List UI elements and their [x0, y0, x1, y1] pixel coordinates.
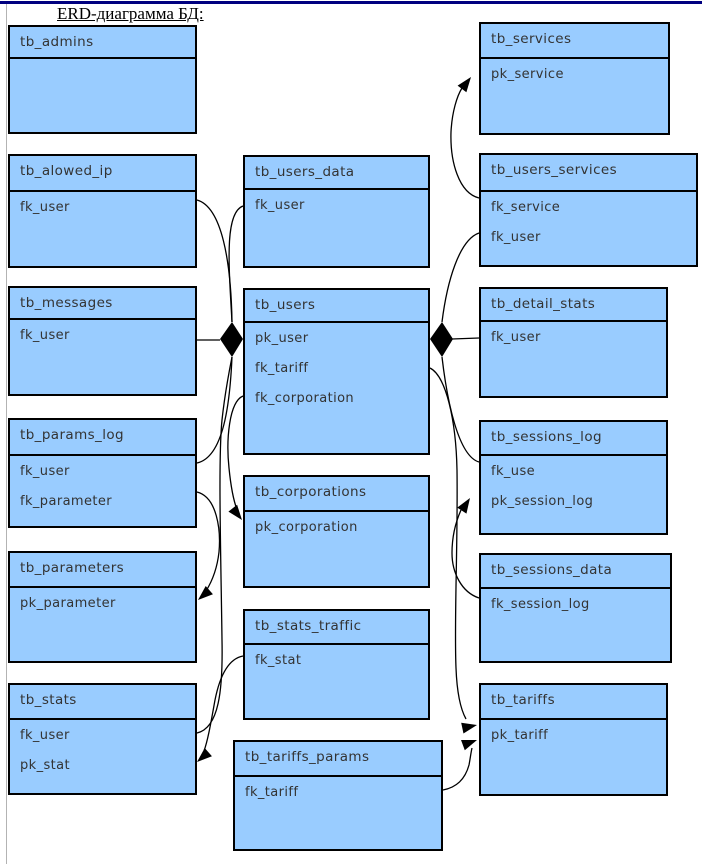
entity-fields: pk_corporation — [245, 512, 428, 547]
entity-tb_detail_stats: tb_detail_stats fk_user — [479, 287, 668, 398]
entity-tb_params_log: tb_params_log fk_user fk_parameter — [8, 418, 197, 528]
entity-title: tb_messages — [10, 288, 195, 320]
entity-field-fk_user: fk_user — [491, 330, 541, 345]
entity-title: tb_tariffs_params — [235, 742, 441, 777]
entity-field-fk_user: fk_user — [20, 728, 70, 743]
entity-field-pk_service: pk_service — [491, 67, 564, 82]
entity-tb_sessions_data: tb_sessions_data fk_session_log — [479, 553, 672, 663]
entity-title: tb_users — [245, 290, 428, 323]
entity-title: tb_sessions_log — [481, 422, 666, 456]
entity-title: tb_users_services — [481, 155, 696, 192]
entity-field-pk_session_log: pk_session_log — [491, 494, 594, 509]
entity-title: tb_sessions_data — [481, 555, 670, 589]
entity-tb_stats_traffic: tb_stats_traffic fk_stat — [243, 609, 430, 720]
entity-title: tb_stats_traffic — [245, 611, 428, 645]
entity-fields: fk_user — [10, 192, 195, 227]
entity-title: tb_admins — [10, 27, 195, 59]
entity-field-pk_parameter: pk_parameter — [20, 596, 116, 611]
entity-field-fk_user: fk_user — [20, 464, 70, 479]
entity-title: tb_detail_stats — [481, 289, 666, 322]
left-border-rule — [6, 4, 7, 864]
entity-title: tb_parameters — [10, 553, 195, 588]
entity-field-pk_user: pk_user — [255, 331, 309, 346]
entity-tb_users_data: tb_users_data fk_user — [243, 155, 430, 268]
entity-field-fk_use: fk_use — [491, 464, 536, 479]
entity-tb_tariffs_params: tb_tariffs_params fk_tariff — [233, 740, 443, 851]
entity-fields: fk_service fk_user — [481, 192, 696, 257]
entity-field-fk_stat: fk_stat — [255, 653, 302, 668]
entity-field-fk_user: fk_user — [20, 200, 70, 215]
entity-field-pk_tariff: pk_tariff — [491, 728, 549, 743]
entity-title: tb_services — [481, 24, 668, 59]
entity-field-fk_session_log: fk_session_log — [491, 597, 590, 612]
top-border-rule — [0, 1, 702, 4]
page-title: ERD-диаграмма БД: — [57, 4, 204, 23]
entity-tb_parameters: tb_parameters pk_parameter — [8, 551, 197, 663]
entity-title: tb_alowed_ip — [10, 156, 195, 192]
entity-tb_messages: tb_messages fk_user — [8, 286, 197, 396]
entity-fields: fk_user pk_stat — [10, 720, 195, 785]
entity-fields: fk_stat — [245, 645, 428, 680]
entity-fields: fk_tariff — [235, 777, 441, 812]
entity-title: tb_params_log — [10, 420, 195, 456]
entity-fields — [10, 59, 195, 64]
entity-field-pk_stat: pk_stat — [20, 758, 71, 773]
entity-title: tb_tariffs — [481, 685, 666, 720]
entity-tb_alowed_ip: tb_alowed_ip fk_user — [8, 154, 197, 268]
entity-fields: pk_parameter — [10, 588, 195, 623]
entity-title: tb_corporations — [245, 477, 428, 512]
entity-tb_users_services: tb_users_services fk_service fk_user — [479, 153, 698, 267]
entity-field-fk_tariff: fk_tariff — [245, 785, 299, 800]
entity-title: tb_users_data — [245, 157, 428, 190]
entity-field-fk_user: fk_user — [255, 198, 305, 213]
entity-tb_tariffs: tb_tariffs pk_tariff — [479, 683, 668, 796]
entity-field-pk_corporation: pk_corporation — [255, 520, 358, 535]
entity-tb_stats: tb_stats fk_user pk_stat — [8, 683, 197, 795]
entity-fields: pk_service — [481, 59, 668, 94]
entity-fields: pk_tariff — [481, 720, 666, 755]
entity-field-fk_service: fk_service — [491, 200, 561, 215]
entity-tb_users: tb_users pk_user fk_tariff fk_corporation — [243, 288, 430, 455]
entity-field-fk_tariff: fk_tariff — [255, 361, 309, 376]
entity-field-fk_user: fk_user — [491, 230, 541, 245]
entity-field-fk_corporation: fk_corporation — [255, 391, 355, 406]
entity-fields: fk_user — [10, 320, 195, 355]
entity-tb_admins: tb_admins — [8, 25, 197, 134]
entity-tb_sessions_log: tb_sessions_log fk_use pk_session_log — [479, 420, 668, 535]
entity-fields: fk_user — [245, 190, 428, 225]
entity-fields: fk_session_log — [481, 589, 670, 624]
entity-title: tb_stats — [10, 685, 195, 720]
entity-tb_corporations: tb_corporations pk_corporation — [243, 475, 430, 588]
entity-fields: fk_user fk_parameter — [10, 456, 195, 521]
entity-field-fk_user: fk_user — [20, 328, 70, 343]
entity-fields: fk_use pk_session_log — [481, 456, 666, 521]
entity-tb_services: tb_services pk_service — [479, 22, 670, 135]
entity-fields: pk_user fk_tariff fk_corporation — [245, 323, 428, 418]
entity-fields: fk_user — [481, 322, 666, 357]
entity-field-fk_parameter: fk_parameter — [20, 494, 113, 509]
